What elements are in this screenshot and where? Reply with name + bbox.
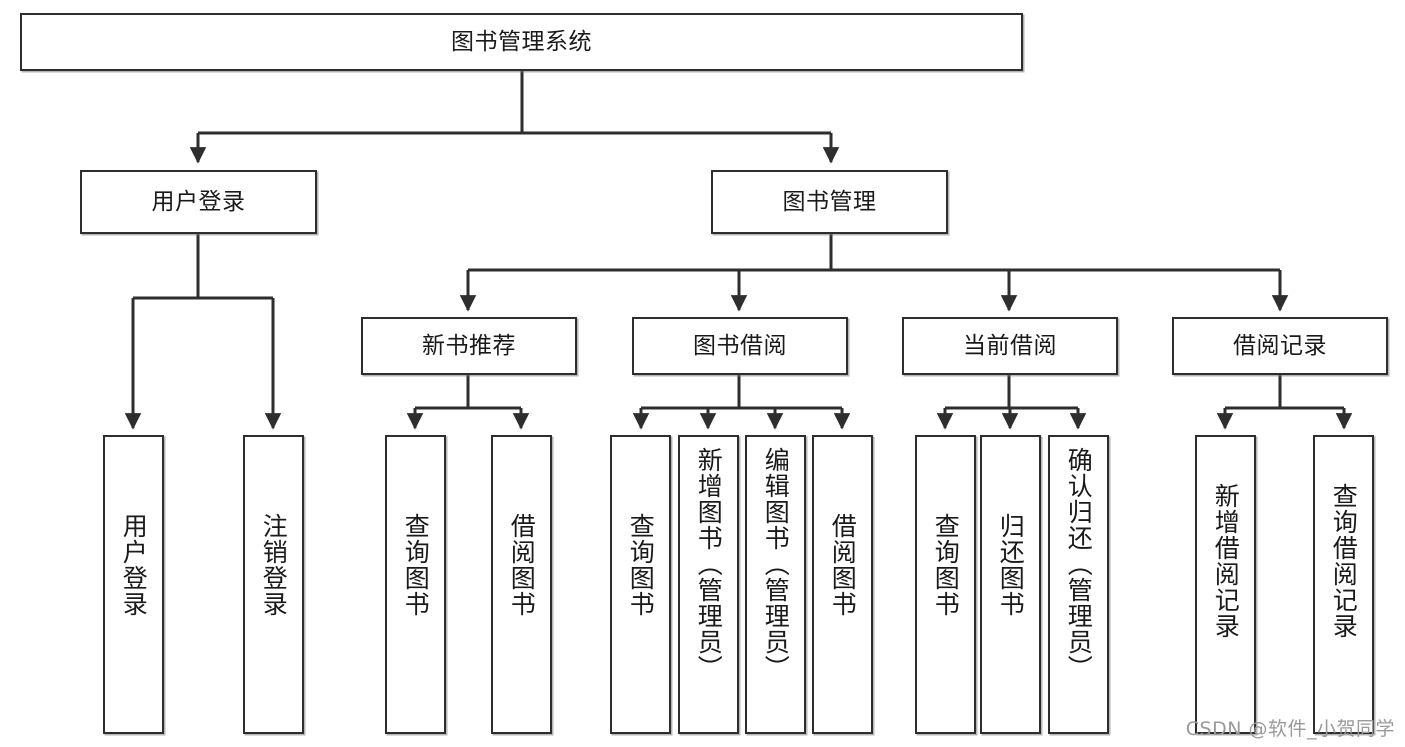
node-root[interactable]: 图书管理系统: [20, 13, 1023, 71]
node-book-borrow-label: 图书借阅: [693, 332, 787, 359]
leaf-record-query-record-label: 查询借阅记录: [1329, 483, 1359, 639]
leaf-borrow-add-book[interactable]: 新增图书（管理员）: [678, 435, 739, 734]
node-book-management-label: 图书管理: [782, 188, 877, 215]
node-user-login-label: 用户登录: [151, 188, 246, 215]
leaf-current-confirm-return[interactable]: 确认归还（管理员）: [1048, 435, 1109, 734]
leaf-user-login[interactable]: 用户登录: [103, 435, 164, 734]
node-new-book-recommend[interactable]: 新书推荐: [361, 317, 577, 375]
leaf-borrow-borrow-book[interactable]: 借阅图书: [812, 435, 873, 734]
leaf-borrow-borrow-book-label: 借阅图书: [828, 513, 858, 617]
node-user-login[interactable]: 用户登录: [80, 170, 317, 234]
leaf-record-query-record[interactable]: 查询借阅记录: [1313, 435, 1374, 734]
leaf-newbook-query-book[interactable]: 查询图书: [385, 435, 446, 734]
leaf-newbook-borrow-book[interactable]: 借阅图书: [491, 435, 552, 734]
leaf-logout-label: 注销登录: [259, 513, 289, 617]
node-current-borrow-label: 当前借阅: [963, 332, 1057, 359]
leaf-borrow-query-book[interactable]: 查询图书: [610, 435, 671, 734]
node-new-book-recommend-label: 新书推荐: [422, 332, 516, 359]
leaf-newbook-borrow-book-label: 借阅图书: [507, 513, 537, 617]
leaf-current-return-book[interactable]: 归还图书: [980, 435, 1041, 734]
leaf-borrow-edit-book-label: 编辑图书（管理员）: [761, 447, 791, 681]
leaf-newbook-query-book-label: 查询图书: [401, 513, 431, 617]
leaf-borrow-add-book-label: 新增图书（管理员）: [694, 447, 724, 681]
node-borrow-record[interactable]: 借阅记录: [1172, 317, 1388, 375]
leaf-current-confirm-return-label: 确认归还（管理员）: [1064, 447, 1094, 681]
node-book-management[interactable]: 图书管理: [711, 170, 948, 234]
leaf-current-query-book[interactable]: 查询图书: [915, 435, 976, 734]
node-borrow-record-label: 借阅记录: [1233, 332, 1327, 359]
leaf-borrow-edit-book[interactable]: 编辑图书（管理员）: [745, 435, 806, 734]
leaf-record-add-record[interactable]: 新增借阅记录: [1195, 435, 1256, 734]
leaf-borrow-query-book-label: 查询图书: [626, 513, 656, 617]
node-root-label: 图书管理系统: [451, 28, 592, 55]
node-book-borrow[interactable]: 图书借阅: [632, 317, 848, 375]
leaf-user-login-label: 用户登录: [119, 513, 149, 617]
leaf-record-add-record-label: 新增借阅记录: [1211, 483, 1241, 639]
node-current-borrow[interactable]: 当前借阅: [902, 317, 1118, 375]
leaf-current-return-book-label: 归还图书: [996, 513, 1026, 617]
leaf-current-query-book-label: 查询图书: [931, 513, 961, 617]
leaf-logout[interactable]: 注销登录: [243, 435, 304, 734]
